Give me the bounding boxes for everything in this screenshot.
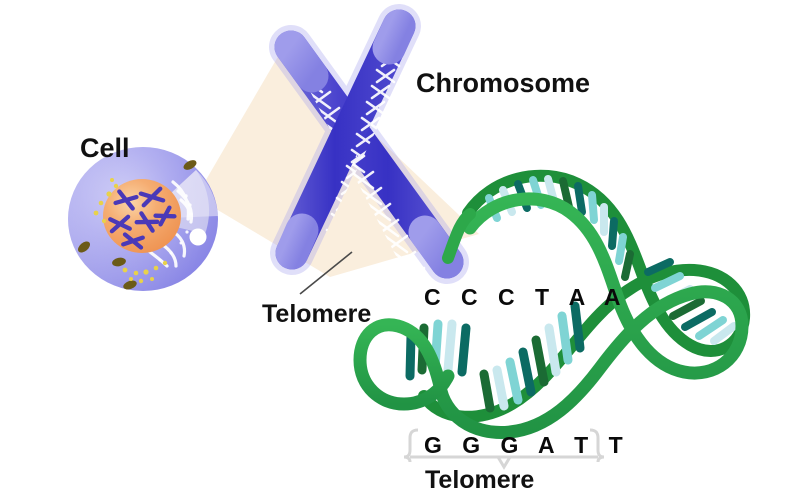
granules — [93, 178, 168, 284]
label-telomere-chromosome: Telomere — [262, 300, 372, 328]
sequence-top-strand: C C C T A A — [424, 284, 628, 310]
chromosome-illustration — [269, 4, 469, 286]
cell-illustration — [61, 144, 225, 300]
nuclear-chromosomes — [108, 186, 177, 250]
dna-chromosome-link — [442, 208, 476, 264]
telomere-leader-line — [299, 251, 353, 295]
telomere-tip — [275, 9, 416, 270]
chromosome-arm-b — [275, 9, 416, 270]
vesicle — [189, 228, 207, 246]
label-cell: Cell — [80, 133, 130, 163]
sequence-bottom-strand: G G G A T T — [424, 432, 630, 458]
label-chromosome: Chromosome — [416, 68, 591, 98]
dna-strand-tail — [353, 318, 455, 411]
telomere-brace — [403, 428, 605, 470]
dna-strand-front — [433, 192, 749, 439]
dna-helix — [353, 169, 751, 439]
label-telomere-dna: Telomere — [425, 466, 535, 494]
er-dots — [158, 194, 193, 262]
mitochondria — [77, 160, 197, 290]
